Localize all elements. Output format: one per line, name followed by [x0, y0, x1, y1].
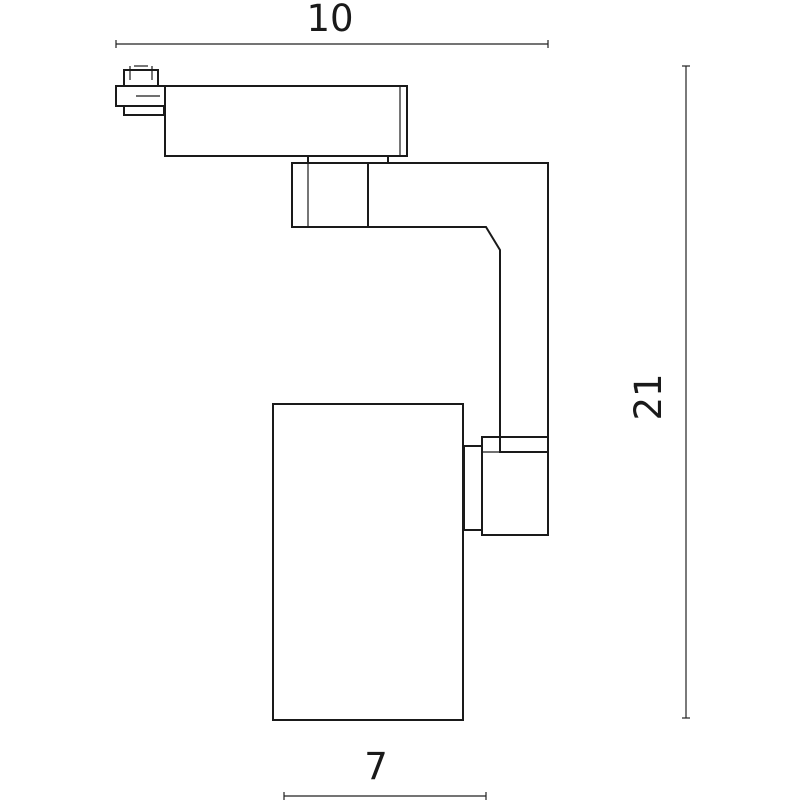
dimension-label-right: 21	[627, 373, 670, 420]
arm-bracket	[291, 162, 549, 536]
connector-clip-bottom	[123, 105, 165, 116]
upper-pivot-block	[291, 162, 369, 228]
lamp-cylinder	[272, 403, 464, 721]
track-adapter	[115, 65, 408, 164]
arm-profile	[368, 162, 549, 453]
dimension-label-bottom: 7	[364, 745, 388, 788]
dimension-label-top: 10	[306, 0, 353, 40]
dimension-right: 21	[627, 65, 690, 719]
dimension-bottom: 7	[283, 745, 487, 800]
lamp-body	[272, 403, 464, 721]
adapter-mount-plate	[307, 155, 389, 164]
dimension-top: 10	[115, 0, 549, 48]
lower-pivot-collar	[463, 445, 483, 531]
adapter-body	[164, 85, 408, 157]
connector-head	[123, 69, 159, 87]
